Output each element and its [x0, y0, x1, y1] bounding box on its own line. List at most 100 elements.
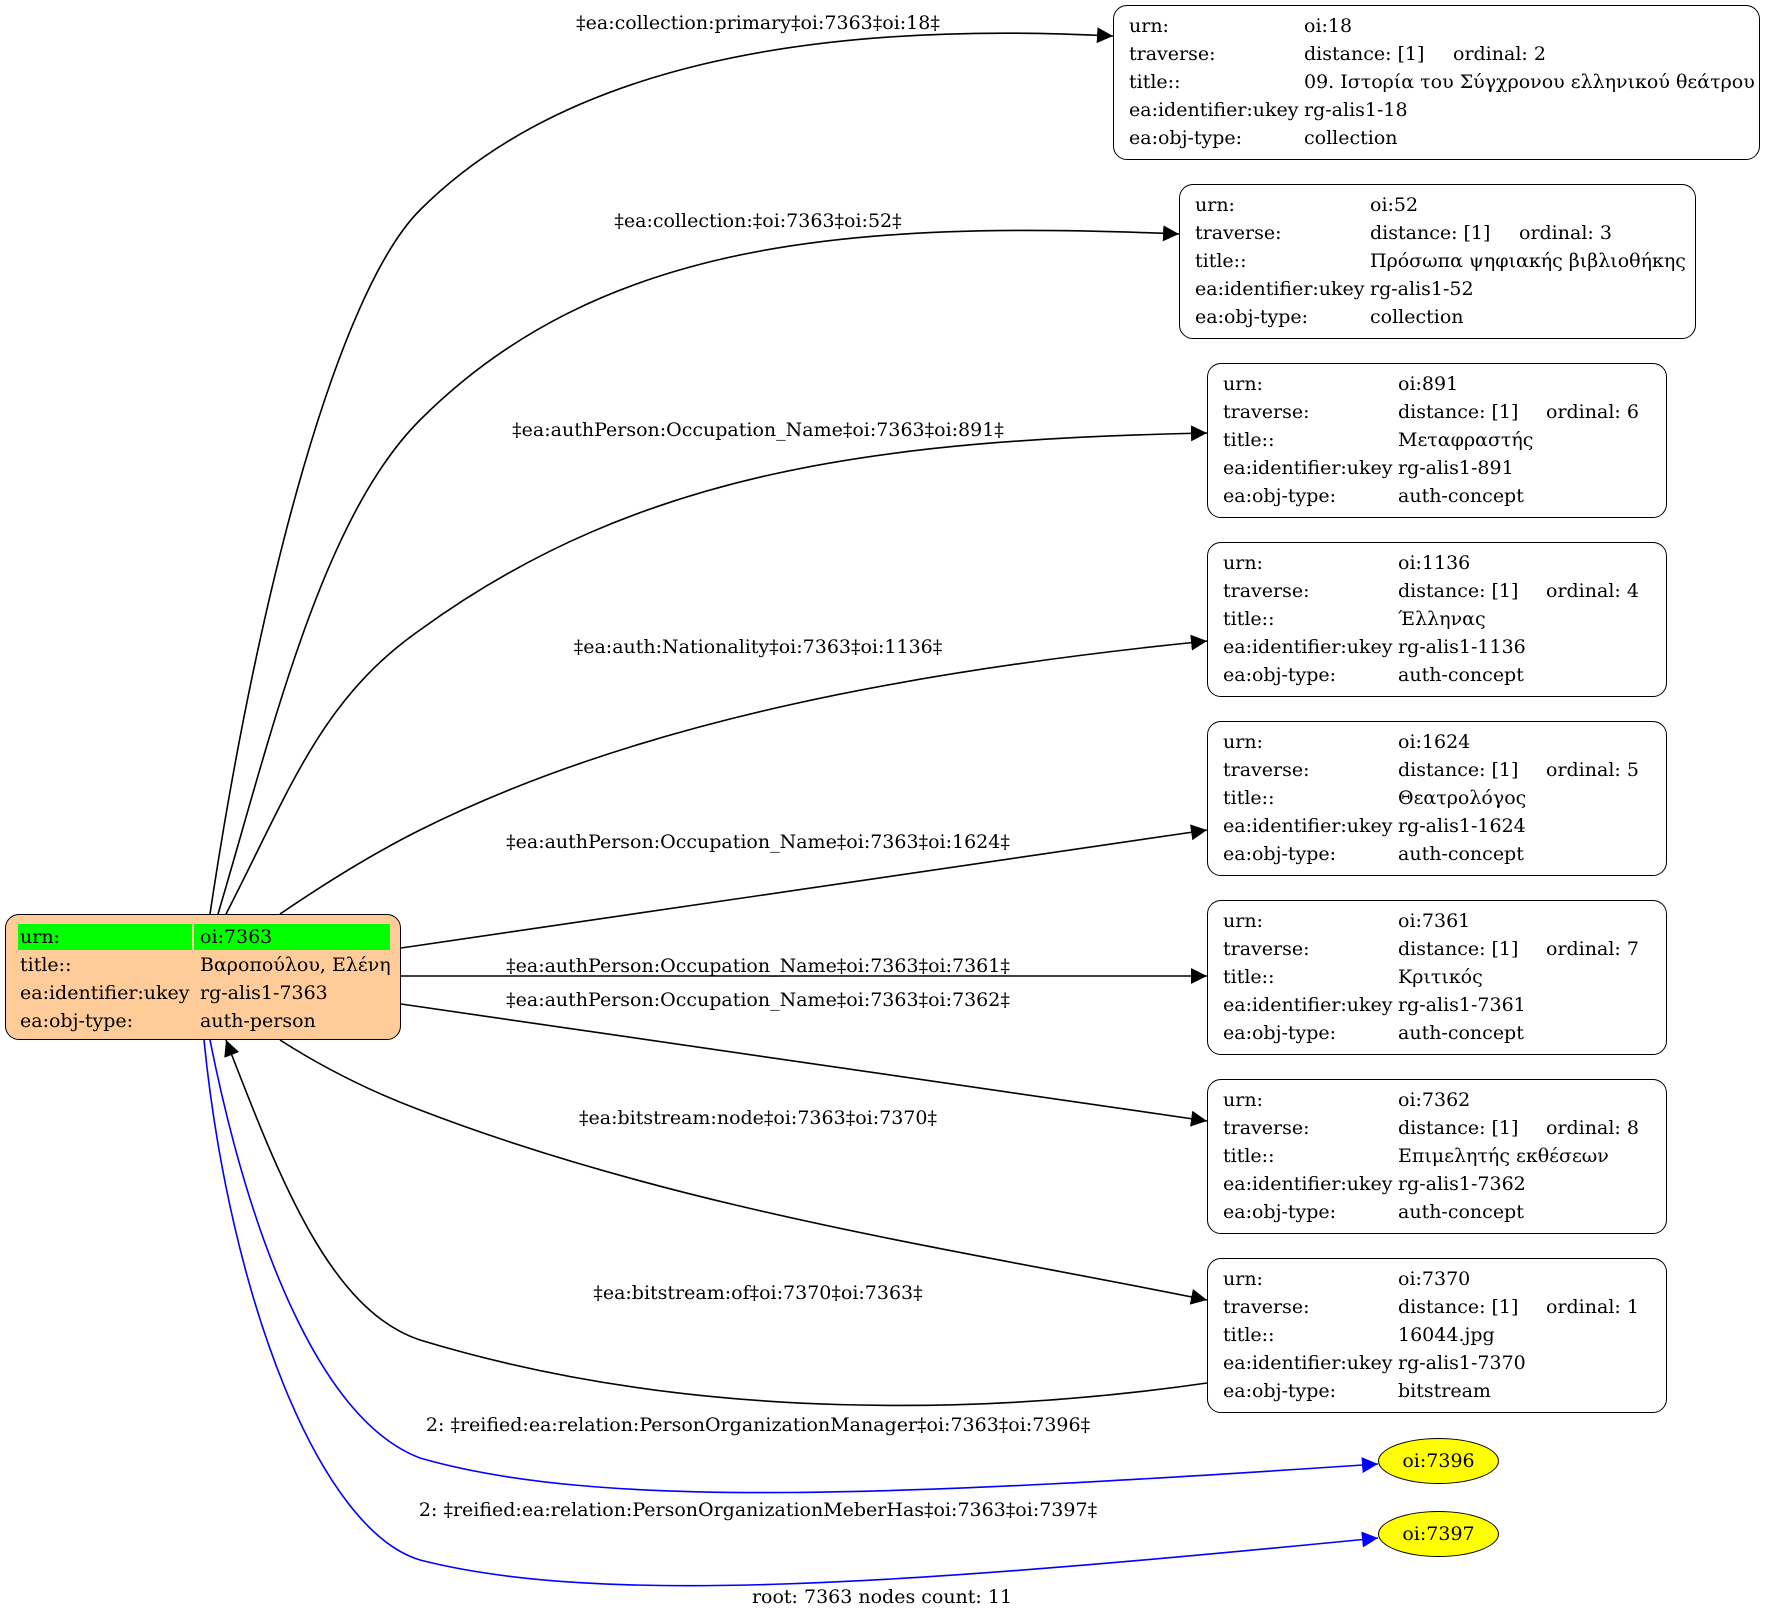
edge-layer — [203, 27, 1379, 1587]
field-value: auth-concept — [1398, 485, 1524, 507]
field-ordinal: ordinal: 2 — [1453, 43, 1546, 65]
ellipse-node-oi-7397[interactable]: oi:7397 — [1378, 1511, 1499, 1557]
edge-label: 2: ‡reified:ea:relation:PersonOrganizati… — [419, 1499, 1097, 1521]
field-value: auth-concept — [1398, 664, 1524, 686]
field-value: Έλληνας — [1398, 608, 1486, 630]
root-urn-key-highlight — [18, 924, 192, 950]
field-value: oi:1136 — [1398, 552, 1471, 574]
field-ordinal: ordinal: 8 — [1546, 1117, 1639, 1139]
node-oi-18[interactable]: urn:oi:18 traverse:distance: [1]ordinal:… — [1113, 5, 1760, 160]
field-value: oi:891 — [1398, 373, 1459, 395]
field-key: ea:obj-type: — [1195, 306, 1309, 328]
field-value: oi:7362 — [1398, 1089, 1471, 1111]
field-key: urn: — [1223, 1089, 1263, 1111]
field-value: Πρόσωπα ψηφιακής βιβλιοθήκης — [1370, 250, 1686, 272]
root-urn-value-highlight — [194, 924, 390, 950]
field-value: oi:18 — [1304, 15, 1353, 37]
ellipse-label: oi:7396 — [1402, 1450, 1475, 1472]
field-key: title:: — [1195, 250, 1247, 272]
field-key: ea:identifier:ukey — [1223, 1352, 1393, 1374]
field-key: title:: — [1223, 787, 1275, 809]
field-key: urn: — [1223, 910, 1263, 932]
field-key: ea:obj-type: — [1223, 1201, 1337, 1223]
edge-label: ‡ea:authPerson:Occupation_Name‡oi:7363‡o… — [506, 831, 1010, 853]
field-value: distance: [1] — [1398, 401, 1519, 423]
edge-label: ‡ea:authPerson:Occupation_Name‡oi:7363‡o… — [512, 419, 1004, 441]
edge-path — [224, 1039, 1208, 1407]
field-ordinal: ordinal: 7 — [1546, 938, 1639, 960]
node-oi-1624[interactable]: urn:oi:1624 traverse:distance: [1]ordina… — [1207, 721, 1667, 876]
field-key: ea:obj-type: — [1223, 485, 1337, 507]
field-key: traverse: — [1223, 1296, 1310, 1318]
field-key: urn: — [1223, 1268, 1263, 1290]
field-key: ea:obj-type: — [1223, 1380, 1337, 1402]
field-key: traverse: — [1223, 401, 1310, 423]
field-value: Μεταφραστής — [1398, 429, 1534, 451]
field-value: rg-alis1-7370 — [1398, 1352, 1526, 1374]
field-key: traverse: — [1195, 222, 1282, 244]
field-key: ea:identifier:ukey — [1223, 1173, 1393, 1195]
root-value: rg-alis1-7363 — [200, 982, 328, 1004]
field-value: Θεατρολόγος — [1398, 787, 1527, 809]
field-key: ea:identifier:ukey — [1223, 457, 1393, 479]
edge-label: ‡ea:authPerson:Occupation_Name‡oi:7363‡o… — [506, 989, 1010, 1011]
field-key: title:: — [1223, 608, 1275, 630]
edge-label-layer: ‡ea:collection:primary‡oi:7363‡oi:18‡‡ea… — [419, 12, 1097, 1608]
node-oi-52[interactable]: urn:oi:52 traverse:distance: [1]ordinal:… — [1179, 184, 1696, 339]
field-key: ea:obj-type: — [1223, 664, 1337, 686]
node-oi-1136[interactable]: urn:oi:1136 traverse:distance: [1]ordina… — [1207, 542, 1667, 697]
field-key: title:: — [1129, 71, 1181, 93]
field-ordinal: ordinal: 3 — [1519, 222, 1612, 244]
field-value: rg-alis1-1136 — [1398, 636, 1526, 658]
field-value: distance: [1] — [1398, 1117, 1519, 1139]
root-value: auth-person — [200, 1010, 316, 1032]
ellipse-label: oi:7397 — [1402, 1523, 1475, 1545]
edge-label: ‡ea:bitstream:node‡oi:7363‡oi:7370‡ — [579, 1107, 937, 1129]
edge-path — [279, 634, 1208, 915]
node-oi-7370[interactable]: urn:oi:7370 traverse:distance: [1]ordina… — [1207, 1258, 1667, 1413]
field-ordinal: ordinal: 6 — [1546, 401, 1639, 423]
field-key: title:: — [1223, 429, 1275, 451]
ellipse-node-oi-7396[interactable]: oi:7396 — [1378, 1438, 1499, 1484]
field-value: distance: [1] — [1370, 222, 1491, 244]
field-key: traverse: — [1223, 938, 1310, 960]
field-key: urn: — [1223, 552, 1263, 574]
edge-path — [203, 1039, 1379, 1587]
field-key: ea:obj-type: — [1223, 1022, 1337, 1044]
field-value: rg-alis1-7361 — [1398, 994, 1526, 1016]
edge-path — [209, 27, 1114, 915]
field-key: traverse: — [1223, 1117, 1310, 1139]
field-key: title:: — [1223, 1324, 1275, 1346]
field-ordinal: ordinal: 4 — [1546, 580, 1639, 602]
node-oi-891[interactable]: urn: oi:891 traverse: distance: [1] ordinal… — [1207, 363, 1667, 518]
edge-label: 2: ‡reified:ea:relation:PersonOrganizati… — [426, 1414, 1090, 1436]
node-oi-7362[interactable]: urn: oi:7362 traverse: distance: [1] ordina… — [1207, 1079, 1667, 1234]
node-oi-7361[interactable]: urn:oi:7361 traverse:distance: [1]ordina… — [1207, 900, 1667, 1055]
field-key: urn: — [1129, 15, 1169, 37]
root-key: title:: — [20, 954, 72, 976]
root-node[interactable]: urn: oi:7363 title:: Βαροπούλου, Ελένη e… — [5, 914, 401, 1040]
field-value: rg-alis1-52 — [1370, 278, 1474, 300]
field-value: rg-alis1-1624 — [1398, 815, 1526, 837]
field-key: ea:identifier:ukey — [1223, 636, 1393, 658]
field-key: traverse: — [1223, 580, 1310, 602]
edge-label: ‡ea:auth:Nationality‡oi:7363‡oi:1136‡ — [574, 636, 943, 658]
edge-path — [217, 225, 1180, 915]
field-value: oi:52 — [1370, 194, 1419, 216]
edge-path — [225, 425, 1208, 915]
field-value: oi:1624 — [1398, 731, 1471, 753]
field-value: distance: [1] — [1398, 759, 1519, 781]
field-value: distance: [1] — [1304, 43, 1425, 65]
graph-footer-label: root: 7363 nodes count: 11 — [752, 1586, 1012, 1608]
field-key: traverse: — [1223, 759, 1310, 781]
field-key: urn: — [1223, 373, 1263, 395]
field-value: Επιμελητής εκθέσεων — [1398, 1145, 1609, 1167]
field-value: bitstream — [1398, 1380, 1491, 1402]
field-value: rg-alis1-18 — [1304, 99, 1408, 121]
edge-path — [400, 824, 1208, 949]
edge-path — [209, 1039, 1379, 1494]
edge-path — [279, 1039, 1208, 1305]
field-key: urn: — [1223, 731, 1263, 753]
field-value: auth-concept — [1398, 1022, 1524, 1044]
